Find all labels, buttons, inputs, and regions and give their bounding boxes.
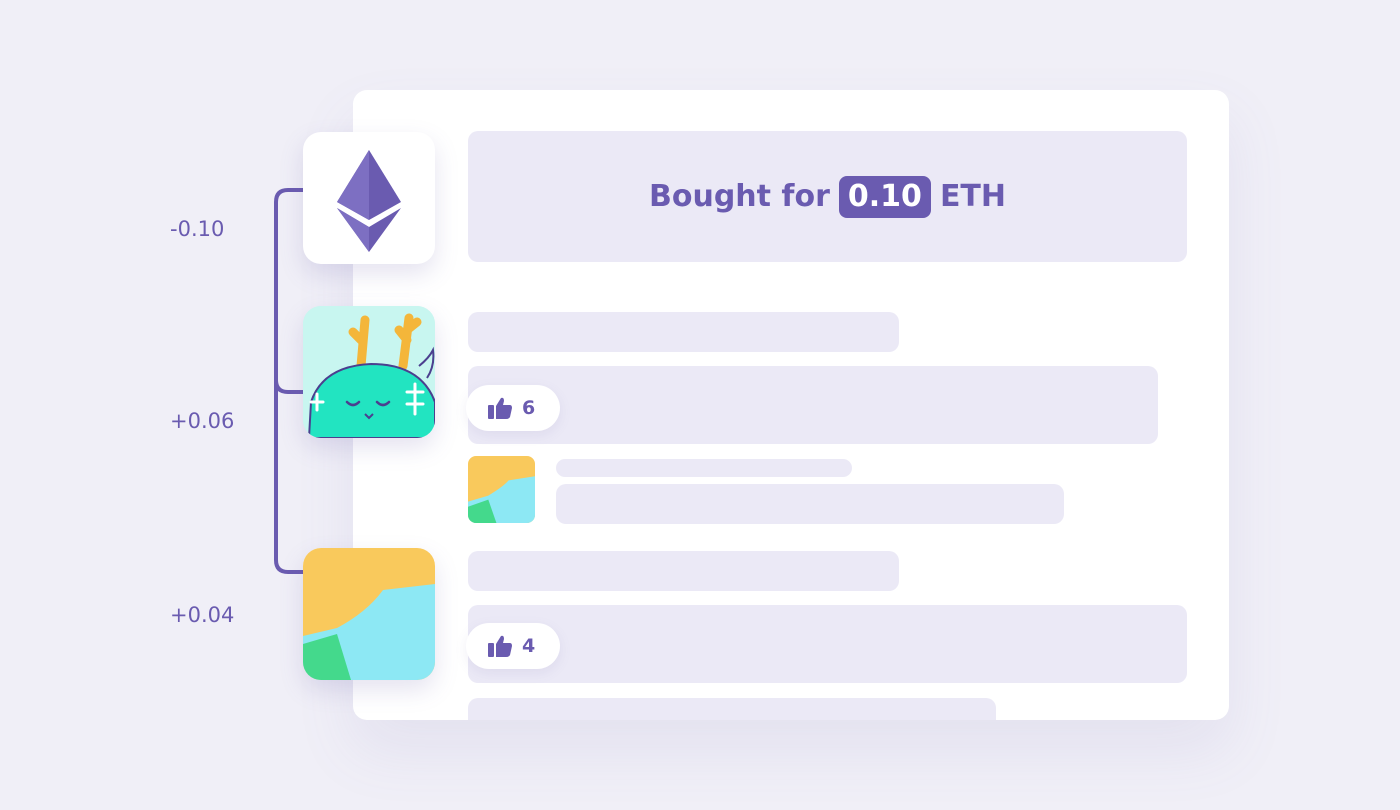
delta-label-dragon: +0.06 (170, 409, 235, 433)
thumbs-up-icon (488, 635, 512, 657)
reply-thumbnail (468, 456, 535, 523)
delta-label-eth: -0.10 (170, 217, 225, 241)
placeholder-title-2 (468, 551, 899, 591)
price-badge: 0.10 (838, 175, 931, 218)
placeholder-comment-2 (468, 605, 1187, 683)
like-button-2[interactable]: 4 (466, 623, 560, 669)
dragon-avatar-icon (303, 306, 435, 438)
like-button-1[interactable]: 6 (466, 385, 560, 431)
dragon-avatar-tile (303, 306, 435, 438)
placeholder-reply-title (556, 459, 852, 477)
like-count: 4 (522, 635, 536, 657)
currency-label: ETH (939, 179, 1007, 214)
banner-prefix: Bought for (648, 179, 830, 214)
purchase-banner: Bought for 0.10 ETH (468, 131, 1187, 262)
abstract-art-icon (303, 548, 435, 680)
placeholder-title-3 (468, 698, 996, 720)
abstract-art-icon (468, 456, 535, 523)
ethereum-icon (337, 150, 401, 252)
thumbs-up-icon (488, 397, 512, 419)
ethereum-tile (303, 132, 435, 264)
placeholder-reply-body (556, 484, 1064, 524)
delta-label-art: +0.04 (170, 603, 235, 627)
like-count: 6 (522, 397, 536, 419)
abstract-art-tile (303, 548, 435, 680)
placeholder-title-1 (468, 312, 899, 352)
placeholder-comment-1 (468, 366, 1158, 444)
